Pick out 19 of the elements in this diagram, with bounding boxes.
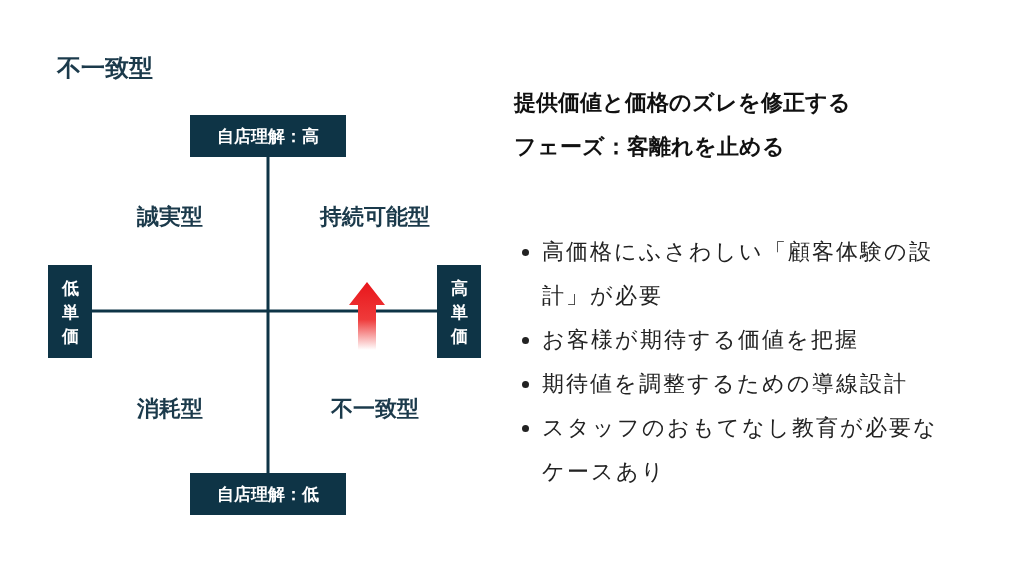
axis-label-box (190, 473, 346, 515)
axis-label: 低単価 (61, 276, 79, 348)
bullet-text: 高価格にふさわしい「顧客体験の設計」が必要 (542, 239, 933, 308)
title: 不一致型 (57, 53, 153, 84)
quadrant-label: 持続可能型 (320, 203, 430, 231)
axis-label-box (48, 265, 92, 358)
axis-label: 自店理解：高 (217, 124, 319, 148)
axis-label: 自店理解：低 (217, 482, 319, 506)
axis-label-box (190, 115, 346, 157)
axis-label: 高単価 (450, 276, 468, 348)
quadrant-label: 消耗型 (137, 395, 203, 423)
quadrant-label: 不一致型 (331, 395, 419, 423)
bullet-text: お客様が期待する価値を把握 (542, 327, 859, 352)
axis-label-box (437, 265, 481, 358)
bullet-text: スタッフのおもてなし教育が必要なケースあり (542, 415, 938, 484)
bullet-text: 期待値を調整するための導線設計 (542, 371, 908, 396)
heading: フェーズ：客離れを止める (514, 133, 785, 161)
heading: 提供価値と価格のズレを修正する (514, 89, 851, 117)
quadrant-label: 誠実型 (137, 203, 203, 231)
